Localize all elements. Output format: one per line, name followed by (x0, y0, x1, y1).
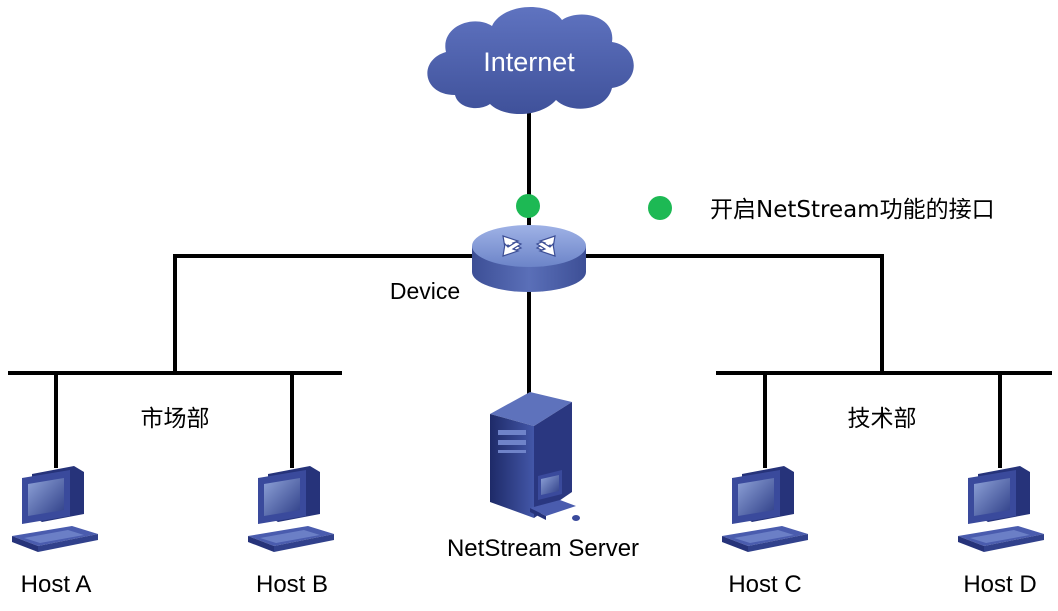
pc-icon (248, 466, 334, 552)
server-icon (490, 392, 580, 521)
router-icon (472, 225, 586, 292)
host-label: Host A (21, 571, 92, 598)
internet-label: Internet (483, 47, 575, 77)
host-b: Host B (248, 466, 334, 598)
internet-cloud-icon: Internet (427, 7, 634, 115)
legend-text: 开启NetStream功能的接口 (710, 197, 995, 223)
segment-label-right: 技术部 (848, 406, 917, 432)
device-label: Device (390, 278, 460, 304)
link-device-left-segment (173, 254, 478, 373)
link-device-right-segment (580, 254, 884, 373)
netstream-interface-dot (516, 194, 540, 218)
links (8, 112, 1052, 468)
host-label: Host C (728, 571, 801, 598)
pc-icon (12, 466, 98, 552)
segment-label-left: 市场部 (141, 406, 210, 432)
host-d: Host D (958, 466, 1044, 598)
pc-icon (958, 466, 1044, 552)
server-label: NetStream Server (447, 535, 639, 562)
legend-dot-icon (648, 196, 672, 220)
host-a: Host A (12, 466, 98, 598)
host-label: Host B (256, 571, 328, 598)
host-label: Host D (963, 571, 1036, 598)
pc-icon (722, 466, 808, 552)
host-c: Host C (722, 466, 808, 598)
legend: 开启NetStream功能的接口 (648, 196, 995, 223)
